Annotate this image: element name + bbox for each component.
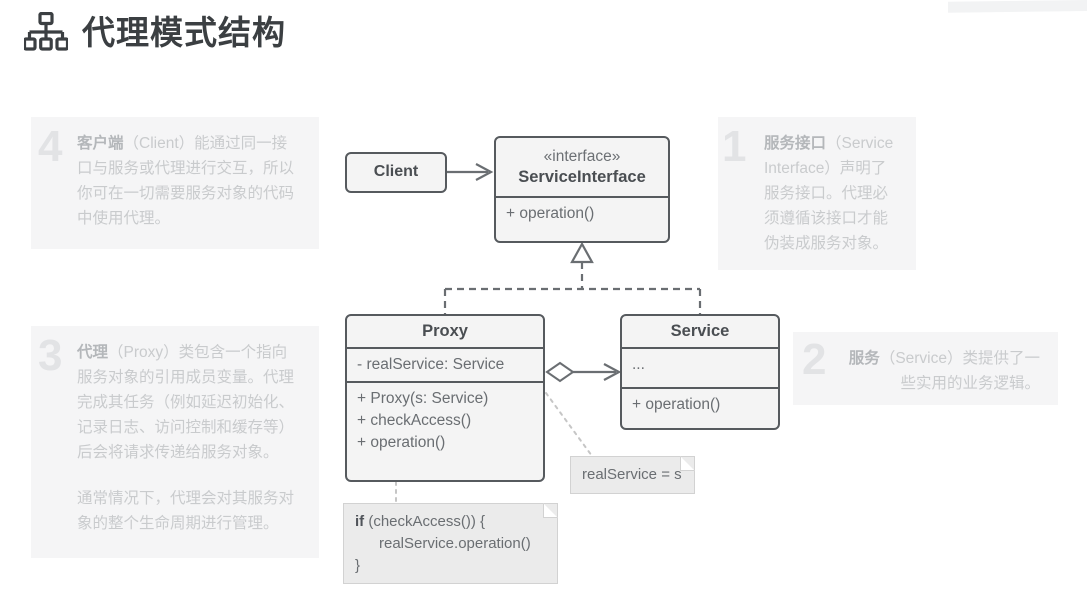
association-client-to-interface xyxy=(447,163,494,181)
panel-3-paragraph-2: 通常情况下，代理会对其服务对象的整个生命周期进行管理。 xyxy=(77,489,295,532)
panel-4-text: （Client）能通过同一接口与服务或代理进行交互，所以你可在一切需要服务对象的… xyxy=(77,135,295,228)
panel-1-term: 服务接口 xyxy=(764,135,827,152)
uml-class-client[interactable]: Client xyxy=(345,152,447,193)
panel-4-term: 客户端 xyxy=(77,135,124,152)
proxy-attributes-section: - realService: Service xyxy=(347,347,543,381)
interface-header-section: «interface» ServiceInterface xyxy=(496,138,668,196)
proxy-operation-constructor: + Proxy(s: Service) xyxy=(357,390,489,408)
proxy-attribute: - realService: Service xyxy=(357,356,505,374)
panel-2-text: （Service）类提供了一些实用的业务逻辑。 xyxy=(879,350,1040,393)
panel-4-paragraph: 客户端（Client）能通过同一接口与服务或代理进行交互，所以你可在一切需要服务… xyxy=(77,131,301,231)
panel-number-3: 3 xyxy=(38,331,63,380)
proxy-operation-checkaccess: + checkAccess() xyxy=(357,412,472,430)
note-code-line-1: if (checkAccess()) { xyxy=(355,511,546,533)
uml-class-service-interface[interactable]: «interface» ServiceInterface + operation… xyxy=(494,136,670,243)
annotation-panel-service: 2 服务（Service）类提供了一些实用的业务逻辑。 xyxy=(793,332,1058,405)
client-class-name: Client xyxy=(373,163,419,181)
annotation-panel-proxy: 3 代理（Proxy）类包含一个指向服务对象的引用成员变量。代理完成其任务（例如… xyxy=(31,326,319,558)
interface-operation: + operation() xyxy=(506,205,595,223)
sitemap-icon xyxy=(24,12,68,52)
note-realservice-text: realService = s xyxy=(582,466,682,483)
note-operation-code: if (checkAccess()) { realService.operati… xyxy=(343,503,558,585)
proxy-class-name: Proxy xyxy=(422,322,468,340)
aggregation-proxy-to-service xyxy=(545,361,622,383)
note-fold-icon xyxy=(543,503,558,518)
page-title: 代理模式结构 xyxy=(82,13,286,51)
note-code-line-2: realService.operation() xyxy=(379,534,531,552)
panel-3-term: 代理 xyxy=(77,344,109,361)
panel-2-paragraph: 服务（Service）类提供了一些实用的业务逻辑。 xyxy=(847,346,1040,396)
uml-class-service[interactable]: Service ... + operation() xyxy=(620,314,780,430)
panel-1-text: （Service Interface）声明了服务接口。代理必须遵循该接口才能伪装… xyxy=(764,135,894,253)
note-anchor-lines xyxy=(395,392,593,504)
interface-operations-section: + operation() xyxy=(496,196,668,230)
interface-stereotype: «interface» xyxy=(543,148,621,165)
panel-1-paragraph: 服务接口（Service Interface）声明了服务接口。代理必须遵循该接口… xyxy=(764,131,898,257)
note-code-keyword: if xyxy=(355,513,365,530)
note-code-line-1-rest: (checkAccess()) { xyxy=(364,513,486,530)
realization-to-interface xyxy=(443,241,702,314)
service-operations-section: + operation() xyxy=(622,387,778,421)
panel-number-1: 1 xyxy=(722,122,747,171)
service-operation: + operation() xyxy=(632,396,721,414)
service-class-name: Service xyxy=(670,322,730,340)
panel-3-paragraph-1: 代理（Proxy）类包含一个指向服务对象的引用成员变量。代理完成其任务（例如延迟… xyxy=(77,340,301,466)
proxy-operation-operation: + operation() xyxy=(357,434,446,452)
annotation-panel-service-interface: 1 服务接口（Service Interface）声明了服务接口。代理必须遵循该… xyxy=(718,117,916,270)
note-fold-icon xyxy=(680,456,695,471)
proxy-operations-section: + Proxy(s: Service) + checkAccess() + op… xyxy=(347,381,543,459)
note-code-line-3: } xyxy=(355,556,361,574)
note-realservice-assignment: realService = s xyxy=(570,456,695,494)
panel-2-term: 服务 xyxy=(848,350,880,367)
annotation-panel-client: 4 客户端（Client）能通过同一接口与服务或代理进行交互，所以你可在一切需要… xyxy=(31,117,319,249)
service-header-section: Service xyxy=(622,316,778,347)
panel-number-2: 2 xyxy=(802,335,827,384)
interface-class-name: ServiceInterface xyxy=(518,168,646,187)
proxy-header-section: Proxy xyxy=(347,316,543,347)
service-attribute: ... xyxy=(632,356,645,374)
uml-class-proxy[interactable]: Proxy - realService: Service + Proxy(s: … xyxy=(345,314,545,482)
panel-3-text-1: （Proxy）类包含一个指向服务对象的引用成员变量。代理完成其任务（例如延迟初始… xyxy=(77,344,295,462)
panel-number-4: 4 xyxy=(38,122,63,171)
page-header: 代理模式结构 xyxy=(24,12,286,52)
service-attributes-section: ... xyxy=(622,347,778,387)
